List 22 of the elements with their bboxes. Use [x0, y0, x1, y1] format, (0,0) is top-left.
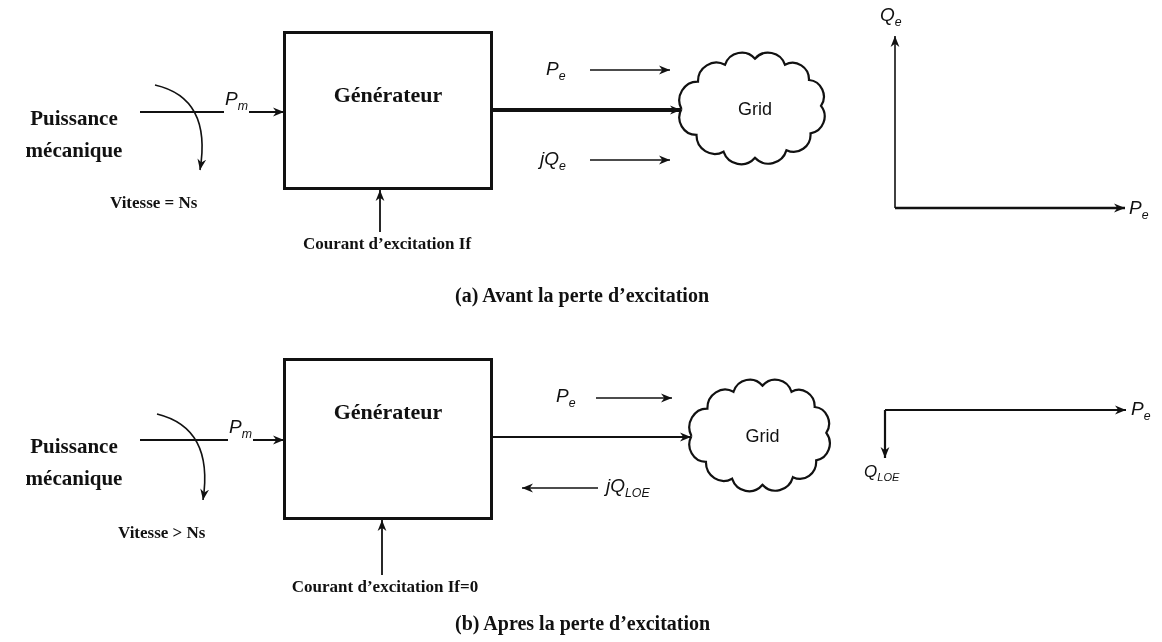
- arrow: [493, 105, 681, 115]
- power-label: P$_{e}$: [546, 58, 566, 83]
- generator-box: Générateur: [283, 31, 493, 190]
- arrow: [492, 432, 692, 442]
- axis-label: Q$_{LOE}$: [864, 462, 900, 484]
- figure-caption: (b) Apres la perte d’excitation: [455, 612, 711, 635]
- arrow: [375, 189, 385, 233]
- input-label: Puissance mécanique: [8, 430, 140, 494]
- excitation-label: Courant d’excitation If=0: [252, 575, 518, 599]
- axis-label: Q$_{e}$: [880, 4, 902, 29]
- axis-label: P$_{e}$: [1129, 197, 1149, 222]
- power-label: jQ$_{LOE}$: [606, 475, 650, 500]
- input-label: Puissance mécanique: [8, 102, 140, 166]
- arrow: [377, 519, 387, 576]
- figure-caption: (a) Avant la perte d’excitation: [455, 284, 710, 307]
- generator-box: Générateur: [283, 358, 493, 520]
- excitation-label: Courant d’excitation If: [262, 232, 512, 256]
- speed-label: Vitesse > Ns: [118, 523, 206, 543]
- power-label: P$_{e}$: [556, 385, 576, 410]
- speed-label: Vitesse = Ns: [110, 193, 198, 213]
- axis-label: P$_{e}$: [1131, 398, 1151, 423]
- power-label: jQ$_{e}$: [540, 148, 566, 173]
